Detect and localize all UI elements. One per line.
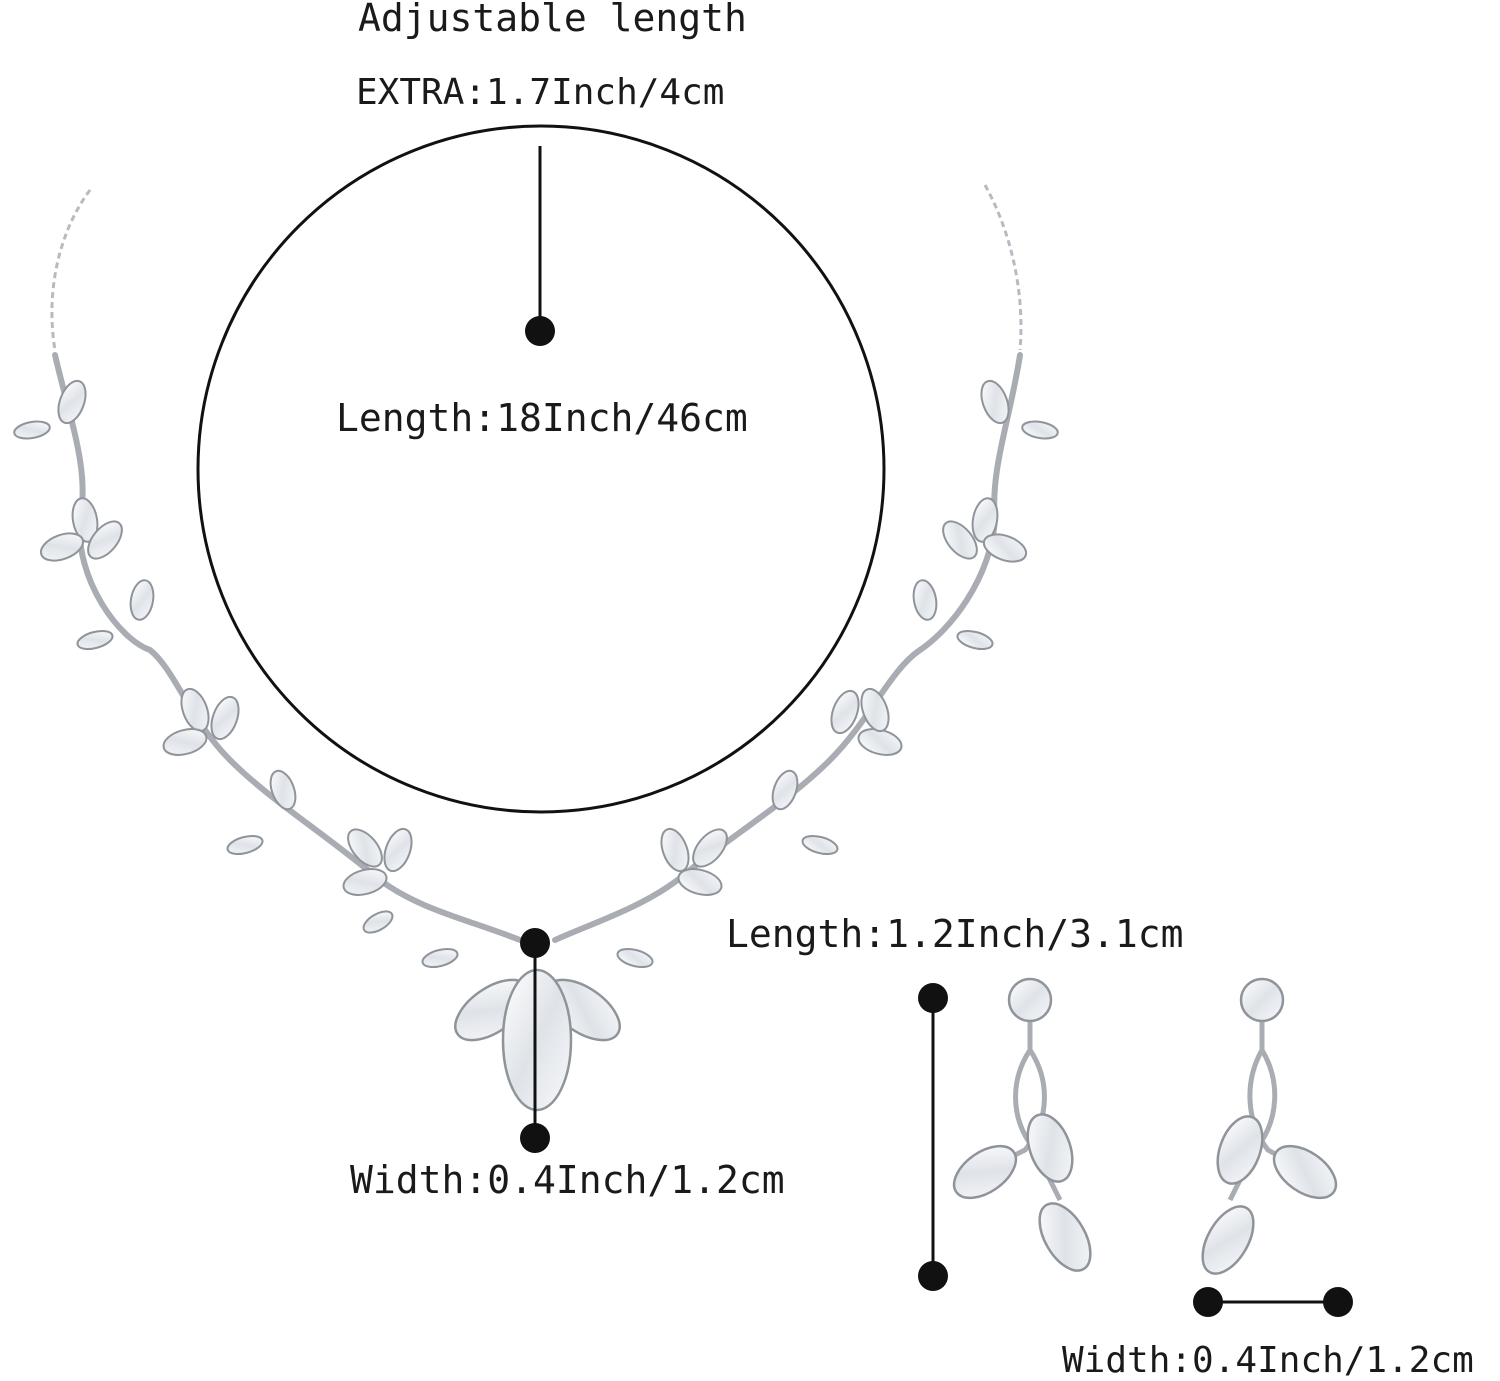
earring-length-dot-top (918, 983, 948, 1013)
necklace-chain (50, 184, 1023, 351)
earring-length-dot-bottom (918, 1261, 948, 1291)
pendant-width-dot-bottom (520, 1123, 550, 1153)
necklace-crystals-right (616, 379, 1059, 969)
pendant-width-dot-top (520, 928, 550, 958)
necklace-length-circle (196, 124, 886, 814)
earring-width-label: Width:0.4Inch/1.2cm (1062, 1340, 1474, 1381)
earring-right (1201, 977, 1338, 1275)
earring-width-dot-right (1323, 1287, 1353, 1317)
necklace-length-label: Length:18Inch/46cm (336, 396, 748, 440)
earring-length-label: Length:1.2Inch/3.1cm (726, 912, 1184, 956)
adjustable-length-label: Adjustable length (358, 0, 747, 40)
extension-indicator-dot (525, 316, 555, 346)
pendant-width-label: Width:0.4Inch/1.2cm (350, 1158, 785, 1202)
necklace-crystals-left (13, 379, 459, 969)
earring-width-dot-left (1193, 1287, 1223, 1317)
earring-left (952, 977, 1092, 1272)
necklace-pendant (454, 968, 621, 1112)
extra-length-label: EXTRA:1.7Inch/4cm (356, 72, 725, 113)
